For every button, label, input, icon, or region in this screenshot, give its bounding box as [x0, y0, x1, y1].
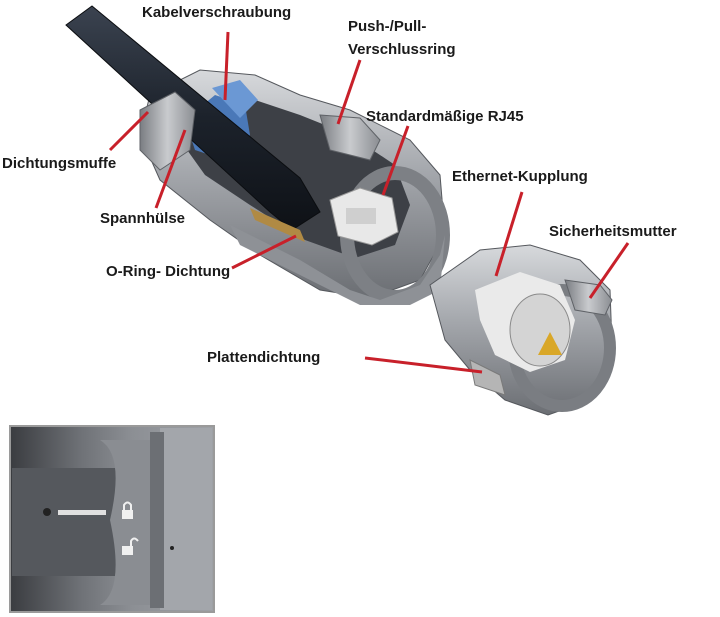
- label-push-pull-2: Verschlussring: [348, 41, 456, 58]
- push-pull-ring: [319, 114, 381, 161]
- main-connector: [65, 5, 450, 305]
- leader-rj45: [381, 125, 410, 196]
- label-sicherheitsmutter: Sicherheitsmutter: [549, 223, 677, 240]
- leader-lines: [108, 31, 630, 374]
- leader-push-pull: [336, 59, 362, 125]
- coupling-part: [429, 244, 616, 416]
- label-standard-rj45: Standardmäßige RJ45: [366, 108, 524, 125]
- panel-gasket: [469, 359, 506, 396]
- label-o-ring: O-Ring- Dichtung: [106, 263, 230, 280]
- leader-plattendichtung: [364, 356, 483, 374]
- lock-closed-icon: [122, 501, 133, 519]
- label-spannhuelse: Spannhülse: [100, 210, 185, 227]
- o-ring-band: [250, 208, 305, 242]
- inset-photo: [9, 425, 215, 613]
- lock-open-icon: [122, 537, 139, 555]
- inset-ring-dot: [170, 546, 174, 550]
- leader-sicherheitsmutter: [588, 242, 630, 299]
- inset-grip: [100, 440, 165, 605]
- inset-body: [160, 428, 212, 610]
- coupling-inner: [509, 293, 571, 367]
- rj45-insert-slot: [346, 208, 376, 224]
- label-kabelverschraubung: Kabelverschraubung: [142, 4, 291, 21]
- leader-dichtungsmuffe: [108, 110, 150, 152]
- label-dichtungsmuffe: Dichtungsmuffe: [2, 155, 116, 172]
- leader-o-ring: [231, 234, 297, 270]
- label-push-pull-1: Push-/Pull-: [348, 18, 426, 35]
- left-collar: [139, 91, 196, 171]
- shell-lower: [230, 225, 445, 305]
- leader-ethernet-kupplung: [494, 191, 524, 277]
- leader-kabelverschraubung: [223, 31, 230, 101]
- inset-ring: [150, 432, 164, 608]
- coupling-nut: [564, 279, 613, 316]
- blue-seal-ring: [212, 80, 258, 118]
- rj45-socket-contacts: [538, 332, 562, 355]
- label-ethernet-kupplung: Ethernet-Kupplung: [452, 168, 588, 185]
- leader-spannhuelse: [154, 129, 187, 209]
- labels: Kabelverschraubung Push-/Pull- Verschlus…: [2, 4, 677, 366]
- inset-dot-marker: [43, 508, 51, 516]
- inset-position-line: [58, 510, 106, 515]
- label-plattendichtung: Plattendichtung: [207, 349, 320, 366]
